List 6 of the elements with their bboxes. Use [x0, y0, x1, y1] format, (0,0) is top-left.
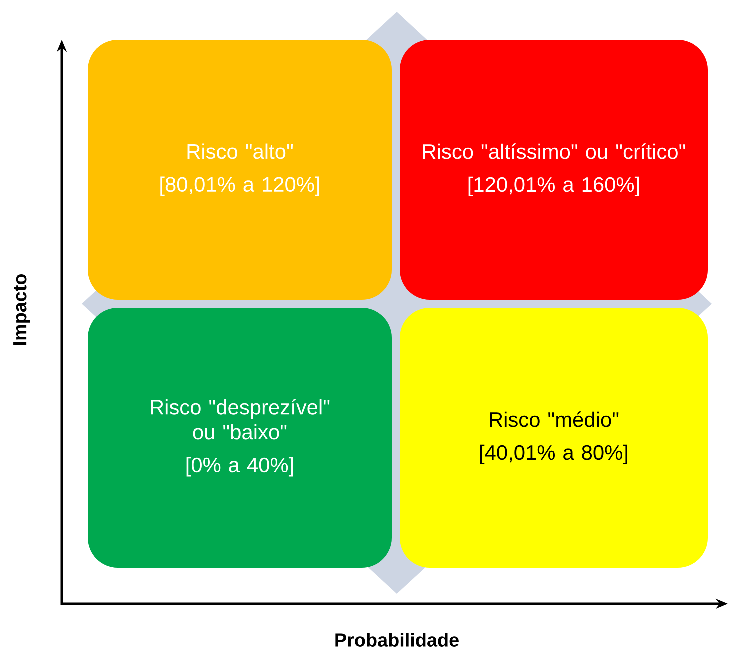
axis-label: Probabilidade: [336, 633, 459, 647]
axis-label: Impacto: [14, 274, 30, 345]
risk-box: Risco "alto" [80,01% a 120%]: [88, 40, 392, 300]
risk-box: Risco "médio" [40,01% a 80%]: [400, 308, 708, 568]
risk-box: Risco "desprezível" ou "baixo" [0% a 40%]: [88, 308, 392, 568]
risk-box: Risco "altíssimo" ou "crítico" [120,01% a 160%]: [400, 40, 708, 300]
